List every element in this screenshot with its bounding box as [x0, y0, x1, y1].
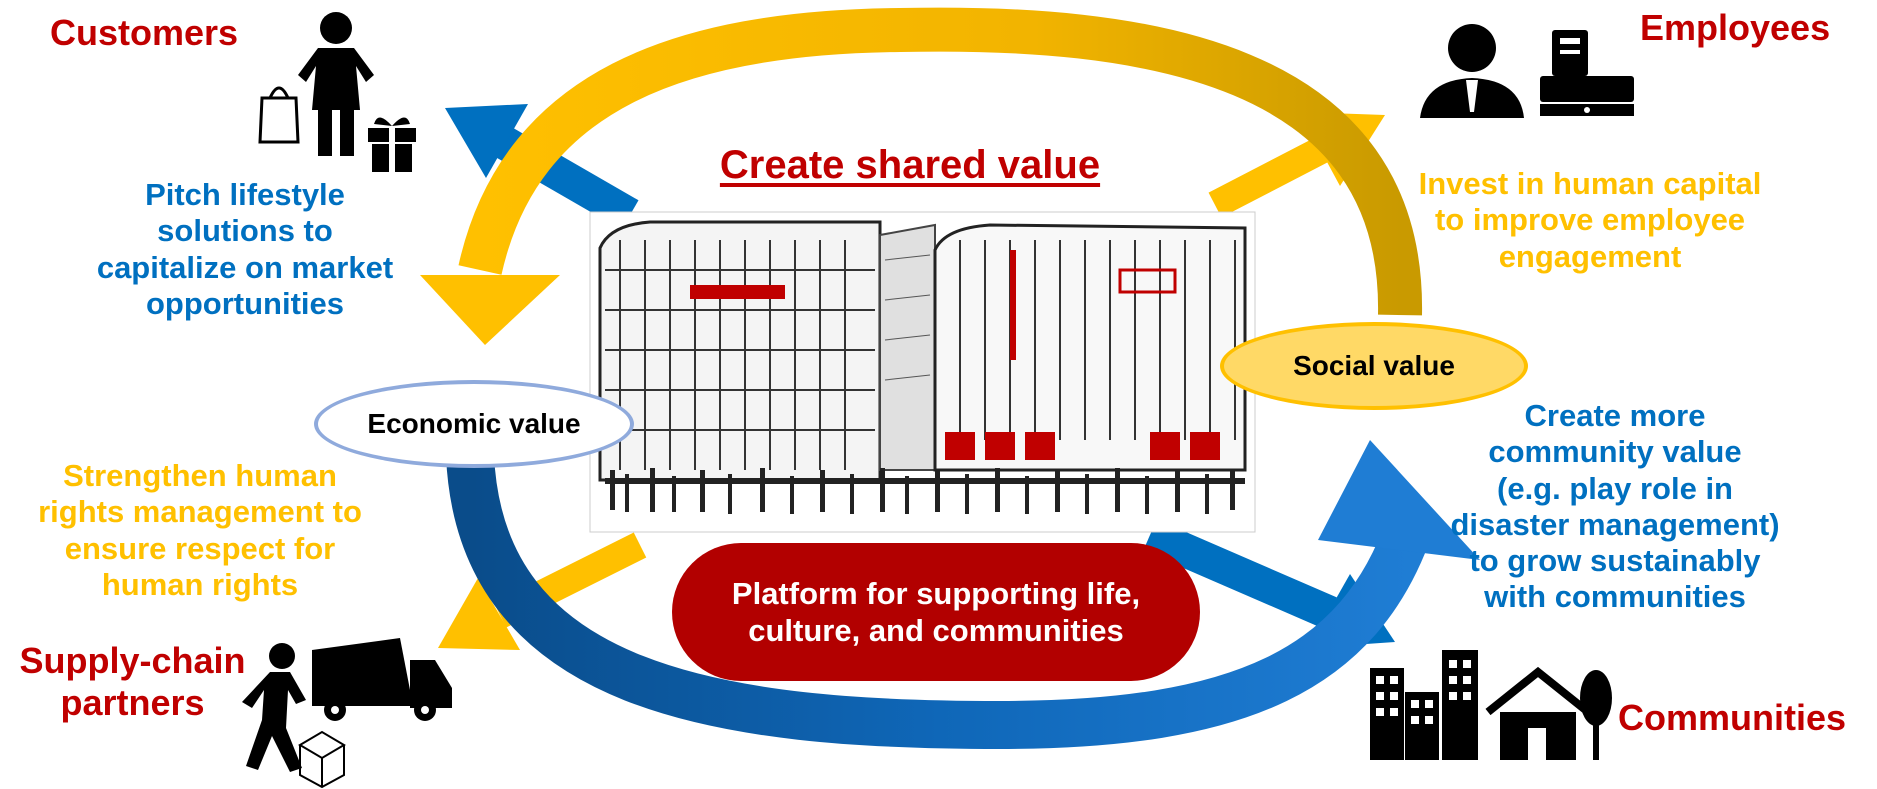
stakeholder-suppliers: Supply-chain partners	[10, 640, 255, 724]
employees-action-text: Invest in human capital to improve emplo…	[1385, 166, 1795, 275]
suppliers-action-line: rights management to	[38, 494, 362, 530]
social-value-oval: Social value	[1220, 322, 1528, 410]
stakeholder-communities: Communities	[1618, 697, 1847, 738]
communities-action-line: with communities	[1484, 579, 1746, 615]
communities-action-line: (e.g. play role in	[1497, 470, 1733, 506]
customers-action-line: opportunities	[145, 285, 345, 321]
stakeholder-customers: Customers	[50, 12, 239, 53]
customers-action-text: Pitch lifestyle solutions to capitalize …	[65, 177, 425, 322]
dump-truck-icon	[312, 638, 452, 721]
house-icon	[1485, 666, 1591, 760]
communities-action-line: community value	[1488, 434, 1742, 470]
shopping-bag-icon	[258, 86, 300, 144]
customers-action-line: capitalize on market	[96, 249, 394, 285]
woman-shopper-icon	[298, 12, 374, 156]
tree-icon	[1580, 670, 1612, 760]
communities-action-line: Create more	[1524, 398, 1706, 433]
suppliers-action-line: ensure respect for	[64, 530, 336, 566]
walking-person-icon	[242, 643, 306, 772]
department-store-illustration	[589, 211, 1256, 533]
gold-cycle-arrow	[420, 7, 1423, 345]
communities-action-text: Create more community value (e.g. play r…	[1410, 398, 1820, 616]
box-icon	[298, 730, 346, 789]
stakeholder-employees: Employees	[1640, 7, 1831, 48]
employees-action-line: engagement	[1498, 238, 1682, 274]
platform-text: Platform for supporting life, culture, a…	[731, 575, 1141, 648]
economic-value-oval: Economic value	[314, 380, 634, 468]
stakeholder-suppliers-line: partners	[60, 682, 205, 724]
communities-action-line: to grow sustainably	[1469, 543, 1761, 579]
customers-action-line: Pitch lifestyle	[145, 177, 345, 212]
communities-action-line: disaster management)	[1450, 506, 1780, 542]
platform-banner: Platform for supporting life, culture, a…	[672, 543, 1200, 681]
stakeholder-suppliers-line: Supply-chain	[19, 640, 246, 681]
businessman-icon	[1420, 24, 1524, 118]
diagram-title: Create shared value	[719, 143, 1101, 187]
suppliers-action-line: human rights	[101, 566, 299, 602]
blue-cycle-arrow	[446, 440, 1480, 750]
city-buildings-icon	[1370, 650, 1478, 760]
customers-action-line: solutions to	[157, 213, 333, 249]
employees-action-line: Invest in human capital	[1418, 166, 1762, 201]
suppliers-action-line: Strengthen human	[63, 458, 337, 493]
cash-register-icon	[1540, 30, 1634, 116]
suppliers-action-text: Strengthen human rights management to en…	[0, 458, 400, 603]
gift-icon	[368, 117, 416, 172]
employees-action-line: to improve employee	[1434, 202, 1746, 238]
